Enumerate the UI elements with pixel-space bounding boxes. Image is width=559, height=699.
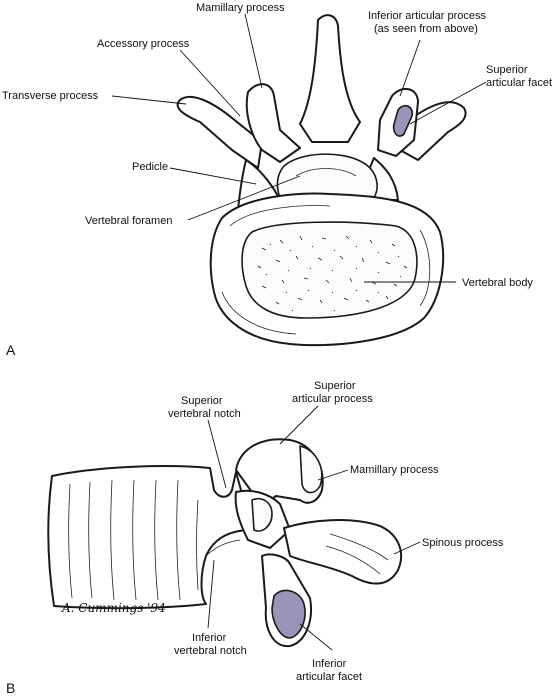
leader-lines-b [207,405,421,651]
label-inferior-articular-facet-2: articular facet [296,671,362,683]
label-transverse-process: Transverse process [2,90,99,102]
label-superior-vertebral-notch-1: Superior [181,395,223,407]
labels-a: Mamillary process Inferior articular pro… [2,2,552,358]
label-spinous-process: Spinous process [422,537,504,549]
inferior-articular-facet-shading [271,589,306,639]
label-inferior-vertebral-notch-2: vertebral notch [174,645,247,657]
lateral-view-drawing [47,438,403,648]
label-vertebral-foramen: Vertebral foramen [85,215,172,227]
superior-articular-facet-shading [392,104,414,137]
labels-b: Superior vertebral notch Superior articu… [6,380,504,696]
cancellous-texture [257,235,408,312]
label-mamillary-process-b: Mamillary process [350,464,439,476]
label-mamillary-process-a: Mamillary process [196,2,285,14]
body-striations [68,479,199,601]
label-vertebral-body: Vertebral body [462,277,533,289]
label-inferior-vertebral-notch-1: Inferior [192,632,227,644]
label-inferior-articular-process: Inferior articular process [368,10,486,22]
label-pedicle: Pedicle [132,161,168,173]
panel-label-b: B [6,680,15,696]
label-accessory-process: Accessory process [97,38,190,50]
label-superior-articular-process-1: Superior [314,380,356,392]
artist-signature: A. Cummings '94 [61,601,166,615]
label-inferior-articular-facet-1: Inferior [312,658,347,670]
label-as-seen-from-above: (as seen from above) [374,23,478,35]
label-superior-articular-facet-1: Superior [486,64,528,76]
leader-lines-a [111,13,487,283]
panel-label-a: A [6,342,16,358]
label-superior-articular-process-2: articular process [292,393,373,405]
superior-view-drawing [176,14,467,347]
label-superior-vertebral-notch-2: vertebral notch [168,408,241,420]
label-superior-articular-facet-2: articular facet [486,77,552,89]
